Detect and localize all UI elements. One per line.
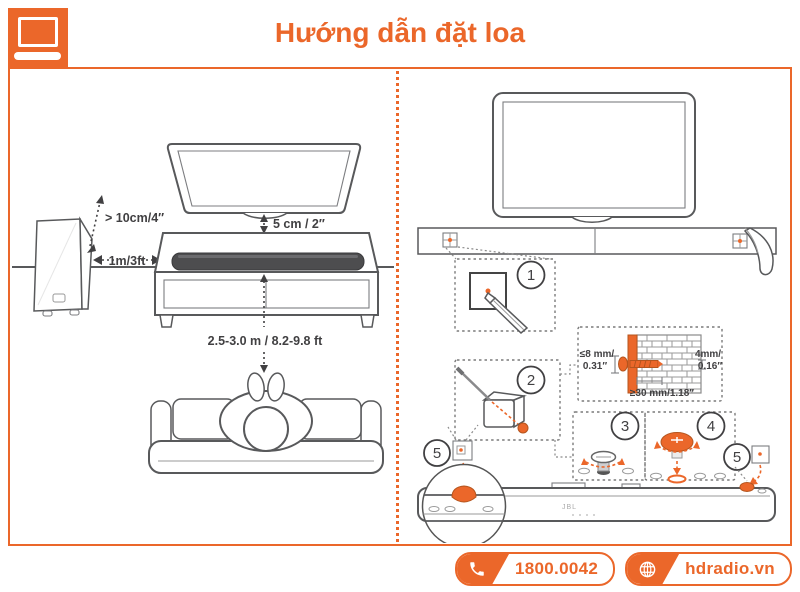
drill-marker-right (732, 233, 748, 249)
phone-icon (457, 554, 510, 584)
screw-dia-label-1: 4mm/ (695, 349, 721, 360)
screw-dia-label-2: 0.16″ (698, 361, 722, 372)
soundbar-glyph (14, 52, 61, 60)
step-1-number: 1 (527, 267, 535, 284)
website-badge[interactable]: hdradio.vn (625, 552, 792, 586)
subwoofer-distance-arrow: 1m/3ft (93, 254, 161, 268)
subwoofer-clearance-arrow: > 10cm/4″ (87, 195, 164, 253)
listening-distance-arrow: 2.5-3.0 m / 8.2-9.8 ft (208, 274, 323, 373)
wall-anchor-cube (481, 391, 527, 429)
phone-number: 1800.0042 (515, 559, 599, 578)
subwoofer (33, 216, 93, 317)
tv-right (492, 92, 696, 223)
drill-marker-left (442, 232, 458, 248)
wall-mount-diagram: 1 ≤8 mm/ 0.31″ 4mm/ 0.16″ ≥30 mm/1.18″ (417, 92, 777, 543)
tv-glyph (18, 17, 58, 47)
tv-gap-arrow: 5 cm / 2″ (260, 214, 325, 234)
step-5-right: 5 (723, 443, 770, 485)
panel-divider (396, 71, 399, 542)
screw-head (517, 422, 529, 434)
subwoofer-clearance-label: > 10cm/4″ (105, 211, 164, 225)
soundbar-logo: JBL (562, 504, 577, 511)
globe-icon (627, 554, 680, 584)
soundbar-left (171, 252, 365, 271)
step-4-number: 4 (707, 418, 715, 435)
end-bracket-left (451, 485, 477, 503)
placement-diagram: > 10cm/4″ 1m/3ft 5 cm / 2″ 2.5-3 (12, 143, 394, 474)
head-gap-label-1: ≤8 mm/ (580, 349, 615, 360)
step-4-box: 4 (644, 411, 736, 484)
step-3-number: 3 (621, 418, 629, 435)
subwoofer-distance-label: 1m/3ft (109, 254, 147, 268)
wall-screw (618, 356, 663, 372)
bracket-thumbnail-left (452, 440, 473, 461)
phone-badge[interactable]: 1800.0042 (455, 552, 616, 586)
head-gap-label-2: 0.31″ (583, 361, 607, 372)
tv-gap-label: 5 cm / 2″ (273, 217, 325, 231)
step-2-box: 2 (454, 359, 578, 458)
step-5-left-number: 5 (433, 445, 441, 462)
page-title: Hướng dẫn đặt loa (274, 17, 526, 48)
step-3-box: 3 (572, 411, 646, 481)
listening-distance-label: 2.5-3.0 m / 8.2-9.8 ft (208, 334, 323, 348)
listener (219, 372, 313, 452)
template-peel-corner (743, 227, 774, 276)
end-bracket-right (739, 482, 755, 492)
website-url: hdradio.vn (685, 559, 775, 578)
bracket-thumbnail-right (751, 445, 770, 464)
screwdriver-icon (459, 370, 491, 401)
step-2-number: 2 (527, 372, 535, 389)
step-1-box: 1 (445, 246, 556, 335)
tv-left (166, 143, 362, 219)
screw-depth-label: ≥30 mm/1.18″ (630, 388, 694, 399)
step-5-right-number: 5 (733, 449, 741, 466)
magnifier-detail (421, 463, 507, 543)
mount-template-strip (417, 227, 777, 276)
tv-soundbar-icon (8, 8, 68, 67)
wall-screw-detail: ≤8 mm/ 0.31″ 4mm/ 0.16″ ≥30 mm/1.18″ (577, 326, 723, 402)
footer-contacts: 1800.0042 hdradio.vn (455, 552, 792, 586)
